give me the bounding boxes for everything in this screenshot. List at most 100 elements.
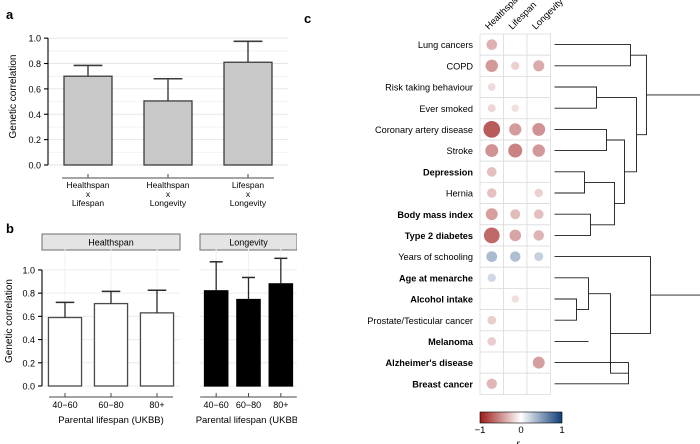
correlation-dot	[486, 378, 497, 389]
category-label: Healthspan	[66, 180, 109, 190]
row-label: COPD	[446, 61, 473, 71]
correlation-dot	[483, 121, 501, 138]
correlation-dot	[510, 209, 521, 220]
colorbar	[479, 411, 563, 424]
y-tick-label: 0.0	[28, 161, 41, 171]
correlation-dot	[508, 143, 523, 158]
correlation-dot	[532, 144, 545, 157]
category-label: x	[246, 189, 251, 199]
row-label: Alzheimer's disease	[386, 358, 473, 368]
correlation-dot	[510, 251, 521, 262]
correlation-dot	[533, 209, 544, 220]
dendrogram-link	[554, 86, 597, 109]
dendrogram-link	[596, 97, 637, 173]
heatmap-cell	[526, 287, 551, 310]
heatmap-cell	[526, 372, 551, 395]
dendrogram-link	[554, 256, 651, 334]
correlation-dot	[485, 59, 498, 72]
colorbar-tick-label: 1	[559, 425, 564, 436]
heatmap-cell	[526, 330, 551, 353]
y-tick-label: 0.6	[28, 84, 41, 94]
row-label: Age at menarche	[399, 273, 473, 283]
panel-a-letter: a	[6, 7, 14, 22]
y-tick-label: 0.4	[28, 110, 41, 120]
bar	[223, 61, 273, 166]
y-tick-label: 0.2	[28, 135, 41, 145]
heatmap-cell	[503, 351, 528, 374]
category-label: x	[86, 189, 91, 199]
row-label: Body mass index	[397, 210, 473, 220]
y-tick-label: 1.0	[22, 265, 35, 275]
bar	[63, 75, 113, 166]
correlation-dot	[486, 166, 497, 177]
x-tick-label: 60−80	[98, 400, 123, 410]
correlation-dot	[533, 230, 544, 241]
row-label: Prostate/Testicular cancer	[367, 316, 473, 326]
correlation-dot	[532, 122, 546, 136]
bar	[93, 302, 129, 387]
dendrogram-link	[554, 298, 577, 321]
correlation-dot	[487, 315, 497, 325]
row-label: Risk taking behaviour	[385, 83, 473, 93]
correlation-dot	[487, 337, 497, 346]
y-axis-title: Genetic correlation	[4, 279, 15, 363]
correlation-dot	[486, 251, 498, 262]
y-tick-label: 0.4	[22, 335, 35, 345]
row-label: Hernia	[446, 189, 474, 199]
row-label: Ever smoked	[419, 104, 473, 114]
heatmap-cell	[503, 330, 528, 353]
x-tick-label: 40−60	[204, 400, 229, 410]
x-tick-label: 40−60	[52, 400, 77, 410]
y-axis-title: Genetic correlation	[8, 55, 19, 139]
dendrogram-link	[606, 139, 625, 205]
correlation-dot	[532, 356, 545, 369]
correlation-dot	[534, 252, 544, 262]
bar	[143, 100, 193, 166]
correlation-dot	[485, 208, 498, 221]
x-tick-label: 80+	[273, 400, 288, 410]
heatmap-cell	[526, 33, 551, 56]
heatmap-cell	[503, 160, 528, 183]
heatmap-cell	[503, 76, 528, 99]
y-tick-label: 0.0	[22, 382, 35, 392]
heatmap-cell	[503, 372, 528, 395]
colorbar-tick-label: −1	[475, 425, 486, 436]
category-label: x	[166, 189, 171, 199]
heatmap-cell	[503, 309, 528, 332]
correlation-dot	[533, 60, 545, 72]
category-label: Lifespan	[72, 198, 104, 208]
panel-b-letter: b	[6, 221, 14, 236]
correlation-dot	[511, 61, 520, 70]
colorbar-title: r	[516, 438, 520, 444]
correlation-dot	[487, 104, 496, 113]
facet-title: Healthspan	[88, 238, 134, 248]
dendrogram	[554, 44, 700, 385]
heatmap-cell	[503, 33, 528, 56]
row-label: Lung cancers	[418, 40, 474, 50]
y-tick-label: 0.6	[22, 312, 35, 322]
category-label: Longevity	[230, 198, 267, 208]
bar	[139, 312, 175, 387]
heatmap-cell	[526, 160, 551, 183]
y-tick-label: 0.8	[28, 59, 41, 69]
row-label: Type 2 diabetes	[405, 231, 473, 241]
category-label: Lifespan	[232, 180, 264, 190]
category-label: Longevity	[150, 198, 187, 208]
correlation-dot	[486, 39, 498, 50]
dendrogram-link	[584, 181, 615, 226]
correlation-dot	[486, 188, 497, 198]
facet-title: Longevity	[229, 238, 268, 248]
x-axis-title: Parental lifespan (UKBB)	[58, 415, 164, 426]
correlation-dot	[509, 123, 522, 136]
correlation-dot	[483, 227, 500, 244]
correlation-dot	[487, 83, 496, 91]
heatmap-cell	[526, 97, 551, 120]
x-tick-label: 60−80	[236, 400, 261, 410]
heatmap-cell	[526, 76, 551, 99]
y-tick-label: 1.0	[28, 34, 41, 44]
panel-b-chart: Healthspan 40−60 60−80 80+ Parental lifespan…	[0, 214, 297, 444]
x-tick-label: 80+	[149, 400, 164, 410]
dendrogram-link	[554, 277, 589, 311]
heatmap-cell	[479, 287, 504, 310]
